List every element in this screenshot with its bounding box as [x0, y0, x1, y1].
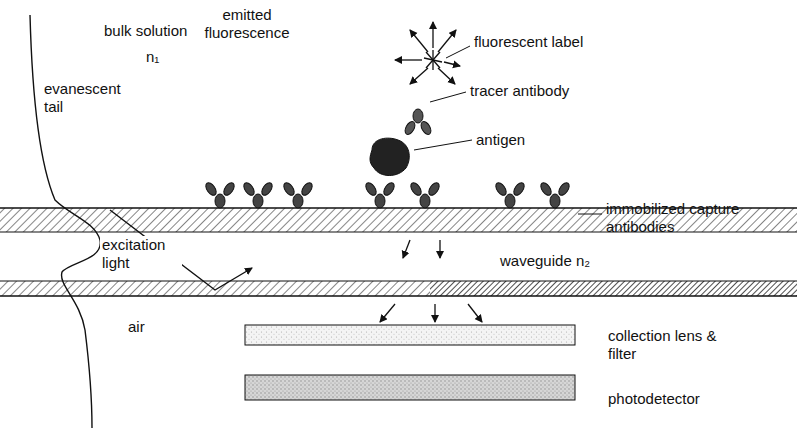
- waveguide: [0, 208, 797, 296]
- label-text: antigen: [476, 131, 525, 149]
- fluorescent-star: [424, 50, 442, 70]
- medium-label: air: [128, 318, 145, 336]
- capture-antibody: [364, 181, 397, 208]
- label-text: evanescent tail: [42, 80, 124, 116]
- capture-antibody: [494, 181, 527, 208]
- capture-antibodies: [204, 181, 572, 208]
- medium-label: bulk solution: [104, 22, 187, 40]
- label-text: fluorescent label: [474, 33, 583, 51]
- medium-label: waveguide n₂: [500, 252, 590, 270]
- capture-antibody: [409, 181, 442, 208]
- antigen: [370, 138, 409, 175]
- leader-lines: [414, 46, 602, 214]
- collected-light-arrows: [380, 240, 482, 322]
- capture-antibody: [204, 181, 237, 208]
- label-text: excitation light: [100, 236, 182, 272]
- capture-antibody: [539, 181, 572, 208]
- label-text: emitted fluorescence: [192, 6, 302, 42]
- capture-antibody: [282, 181, 315, 208]
- label-text: photodetector: [608, 390, 700, 408]
- refractive-index: n₁: [146, 48, 159, 66]
- tracer-antibody: [403, 109, 433, 136]
- evanescent-curve: [30, 15, 100, 428]
- photodetector-plate: [245, 375, 575, 400]
- label-text: immobilized capture antibodies: [606, 200, 746, 236]
- collection-lens: [245, 325, 575, 345]
- emission-arrows: [395, 22, 460, 84]
- label-text: tracer antibody: [470, 82, 569, 100]
- capture-antibody: [242, 181, 275, 208]
- label-text: collection lens & filter: [608, 327, 726, 363]
